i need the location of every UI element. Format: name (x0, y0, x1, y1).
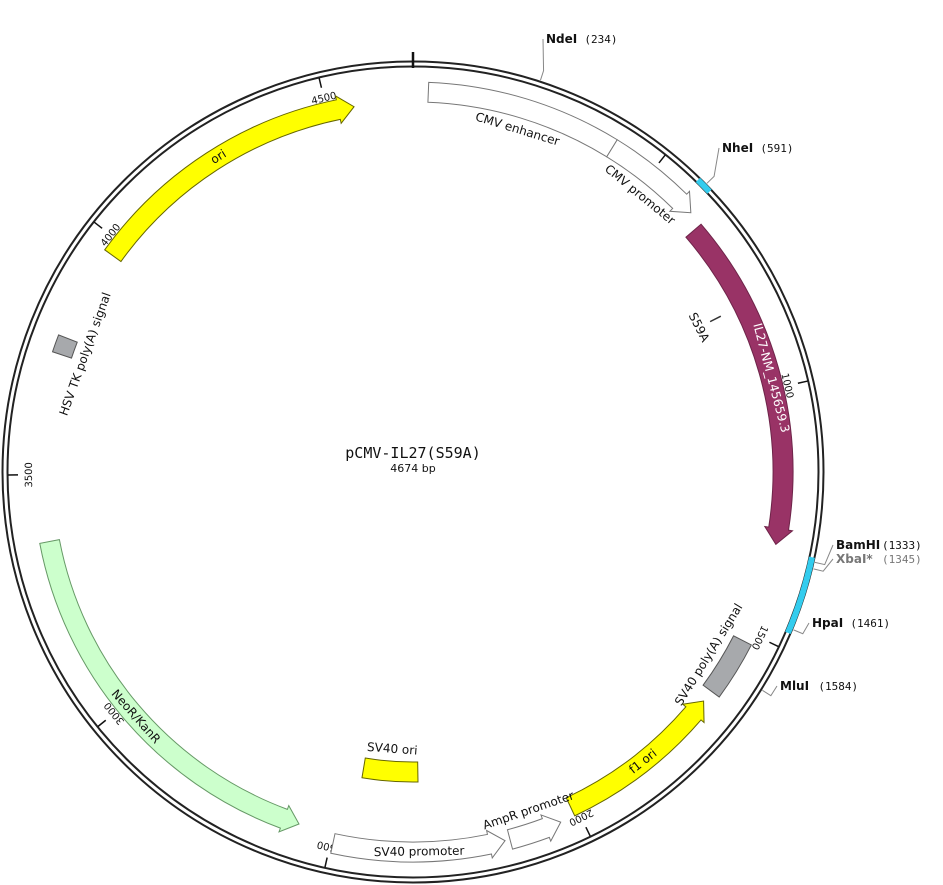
plasmid-name: pCMV-IL27(S59A) (345, 444, 480, 462)
tick-mark (97, 719, 107, 728)
feature-sv40-polya (702, 635, 753, 698)
site-name-nhei: NheI (722, 141, 753, 155)
site-name-ndei: NdeI (546, 32, 577, 46)
site-name-xbai: XbaI* (836, 552, 873, 566)
site-pos-xbai: (1345) (882, 553, 922, 566)
tick-mark (318, 77, 323, 88)
feature-label-sv40-ori: SV40 ori (367, 740, 418, 758)
site-highlights (695, 177, 815, 635)
feature-ori (104, 94, 355, 263)
site-highlight (785, 556, 815, 635)
site-pos-hpai: (1461) (850, 617, 890, 630)
backbone-circle (1, 52, 825, 884)
tick-mark (797, 380, 808, 385)
feature-hsv-tk-polya (51, 334, 78, 359)
tick-mark (585, 826, 591, 837)
tick-mark (324, 857, 328, 868)
site-pos-bamhi: (1333) (882, 539, 922, 552)
tick-mark (93, 221, 103, 229)
site-leader-mlui (762, 685, 778, 697)
site-leader-hpai (793, 622, 810, 635)
tick-label: 3500 (24, 462, 35, 488)
site-leader-nhei (706, 147, 720, 184)
site-pos-nhei: (591) (760, 142, 793, 155)
tick-mark (658, 154, 666, 164)
tick-label: 1500 (749, 623, 770, 651)
site-pos-ndei: (234) (584, 33, 617, 46)
site-name-bamhi: BamHI (836, 538, 880, 552)
site-leader-xbai (813, 558, 834, 572)
mutation-label: S59A (686, 310, 713, 345)
plasmid-length: 4674 bp (390, 462, 435, 475)
feature-sv40-ori (361, 757, 419, 783)
feature-label-sv40-promoter: SV40 promoter (374, 844, 465, 859)
feature-cmv-enhancer (427, 81, 618, 158)
feature-il27 (685, 223, 794, 546)
mutation-marker: S59A (686, 310, 722, 345)
restriction-sites: NdeI (234) NheI (591) BamHI(1333) XbaI* (1345)… (539, 32, 922, 697)
feature-neor-kanr (39, 539, 300, 833)
feature-f1-ori (565, 700, 705, 817)
site-leader-ndei (539, 38, 545, 81)
mutation-tick (709, 315, 722, 323)
feature-label-ori: ori (208, 147, 229, 167)
feature-ampr-promoter (506, 814, 562, 850)
site-name-mlui: MluI (780, 679, 809, 693)
site-pos-mlui: (1584) (818, 680, 858, 693)
site-highlight (695, 177, 712, 194)
feature-sv40-promoter (330, 829, 506, 863)
site-leader-bamhi (814, 544, 834, 566)
tick-mark (769, 641, 779, 648)
feature-cmv-promoter (606, 139, 692, 214)
site-name-hpai: HpaI (812, 616, 843, 630)
